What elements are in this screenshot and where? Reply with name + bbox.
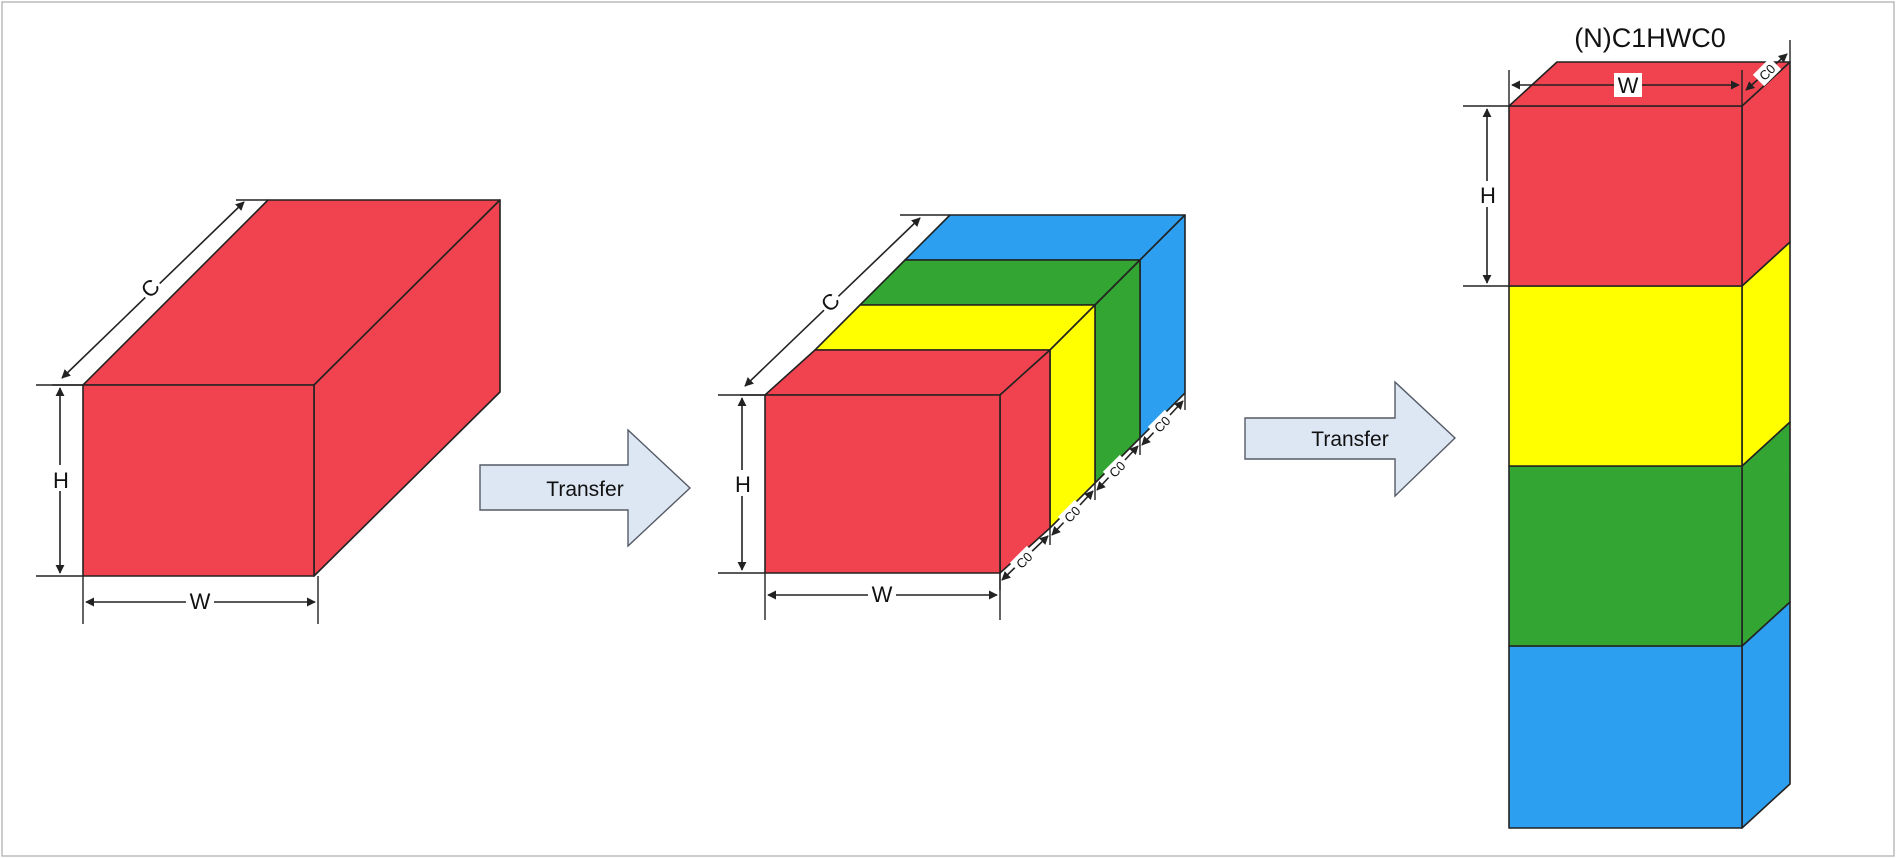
transfer-arrow-2: Transfer xyxy=(1244,380,1457,498)
nchw-dimensions: H W C xyxy=(36,199,319,624)
split-h-label: H xyxy=(735,472,751,497)
transfer-arrow-1: Transfer xyxy=(479,428,692,548)
transfer-arrow-2-label: Transfer xyxy=(1311,428,1388,451)
stack-red-front xyxy=(1508,105,1743,287)
split-w-label: W xyxy=(872,582,893,607)
stack-yellow-front xyxy=(1508,285,1743,467)
stack-green-front xyxy=(1508,465,1743,647)
nc1hwc0-title: (N)C1HWC0 xyxy=(1574,23,1726,53)
split-blue-top xyxy=(904,214,1186,261)
nc1hwc0-stack xyxy=(1508,61,1791,829)
transfer-arrow-1-shape xyxy=(479,428,692,548)
nc1hwc0-h-label: H xyxy=(1480,183,1496,208)
nchw-h-label: H xyxy=(53,468,69,493)
nc1hwc0-w-label: W xyxy=(1618,73,1639,98)
split-yellow-top xyxy=(814,304,1096,351)
transfer-arrow-1-label: Transfer xyxy=(546,478,623,501)
nchw-w-label: W xyxy=(190,589,211,614)
transfer-arrow-2-shape xyxy=(1244,380,1457,498)
split-green-top xyxy=(859,259,1141,306)
stack-red-top xyxy=(1508,61,1791,107)
stack-blue-front xyxy=(1508,645,1743,829)
split-red-front xyxy=(764,394,1001,574)
nchw-front-face xyxy=(82,384,315,577)
